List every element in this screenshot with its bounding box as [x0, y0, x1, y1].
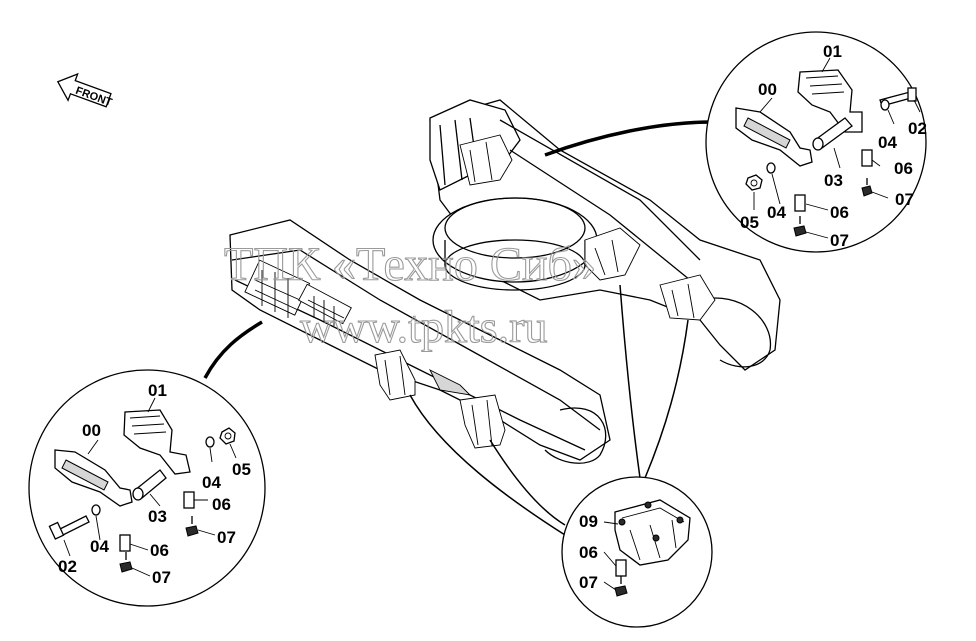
label-b09: 09: [579, 512, 598, 531]
label-r02: 02: [908, 119, 927, 138]
label-l01: 01: [148, 381, 167, 400]
label-l07b: 07: [152, 568, 171, 587]
label-r04a: 04: [878, 133, 897, 152]
label-r07b: 07: [830, 231, 849, 250]
label-r06a: 06: [894, 159, 913, 178]
watermark-line2: www.tpkts.ru: [300, 301, 547, 352]
leader-lines: [203, 120, 713, 536]
label-l00: 00: [82, 421, 101, 440]
label-r05: 05: [740, 213, 759, 232]
front-arrow-icon: FRONT: [56, 72, 114, 109]
label-r01: 01: [823, 42, 842, 61]
label-l04a: 04: [202, 473, 221, 492]
label-r00: 00: [758, 80, 777, 99]
label-r04b: 04: [767, 203, 786, 222]
label-r06b: 06: [830, 203, 849, 222]
label-l03: 03: [148, 507, 167, 526]
label-l02: 02: [58, 557, 77, 576]
track-frame-drawing: [229, 99, 781, 464]
callout-bottom: 09 06 07: [561, 476, 713, 628]
watermark-line1: ТПК «Техно Сиб»: [224, 238, 596, 291]
callout-left: 01 00 04 05 03 06 07 04 06 02 07: [28, 369, 266, 607]
label-b07: 07: [579, 573, 598, 592]
label-r07a: 07: [895, 190, 914, 209]
callout-right: 01 00 04 02 03 06 07 05 04 06 07: [705, 31, 927, 253]
label-l06b: 06: [150, 541, 169, 560]
label-l05: 05: [232, 460, 251, 479]
label-l07a: 07: [217, 528, 236, 547]
label-l06a: 06: [212, 495, 231, 514]
label-l04b: 04: [90, 537, 109, 556]
label-r03: 03: [824, 171, 843, 190]
label-b06: 06: [579, 543, 598, 562]
watermark: ТПК «Техно Сиб» www.tpkts.ru: [223, 237, 596, 352]
